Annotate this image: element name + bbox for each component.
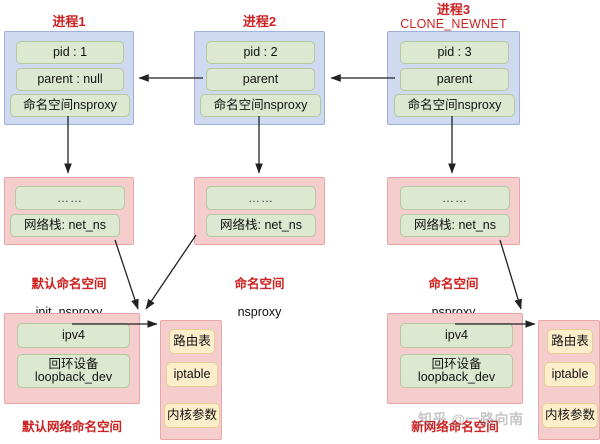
process3-field-parent: parent <box>400 68 509 91</box>
process2-field-pid: pid : 2 <box>206 41 315 64</box>
nsproxy3-field-ellipsis: …… <box>400 186 510 210</box>
table-stack-left: 路由表 iptable 内核参数 <box>160 320 222 440</box>
nsproxy1-field-ellipsis: …… <box>15 186 125 210</box>
net-box-new: ipv4 回环设备 loopback_dev <box>387 313 523 404</box>
stack-left-item-route: 路由表 <box>169 329 215 354</box>
process-box-3: pid : 3 parent 命名空间nsproxy <box>387 31 520 125</box>
stack-left-item-kernel-params: 内核参数 <box>164 403 220 428</box>
nsproxy2-field-ellipsis: …… <box>206 186 316 210</box>
table-stack-right: 路由表 iptable 内核参数 <box>538 320 600 440</box>
nsproxy-caption-2: 命名空间 nsproxy <box>194 263 325 333</box>
nsproxy-box-2: …… 网络栈: net_ns <box>194 177 325 245</box>
process1-field-nsproxy: 命名空间nsproxy <box>10 94 130 117</box>
net-new-field-ipv4: ipv4 <box>400 323 513 348</box>
net-new-field-loopback: 回环设备 loopback_dev <box>400 354 513 388</box>
net-init-field-ipv4: ipv4 <box>17 323 130 348</box>
nsproxy-caption-2-bold: 命名空间 <box>234 277 285 291</box>
nsproxy-caption-3-bold: 命名空间 <box>428 277 479 291</box>
column-title-process1: 进程1 <box>4 14 134 29</box>
net-init-field-loopback: 回环设备 loopback_dev <box>17 354 130 388</box>
nsproxy-caption-1-bold: 默认命名空间 <box>31 277 107 291</box>
nsproxy3-field-netns: 网络栈: net_ns <box>400 214 510 237</box>
column-title-main: 进程2 <box>242 14 277 29</box>
net-box-init: ipv4 回环设备 loopback_dev <box>4 313 140 404</box>
process2-field-nsproxy: 命名空间nsproxy <box>200 94 321 117</box>
process1-field-pid: pid : 1 <box>16 41 124 64</box>
process1-field-parent: parent : null <box>16 68 124 91</box>
stack-left-item-iptable: iptable <box>166 362 218 387</box>
net-caption-new: 新网络命名空间 net <box>383 406 527 444</box>
column-title-process3: 进程3 CLONE_NEWNET <box>387 2 520 32</box>
column-title-main: 进程3 <box>436 2 471 17</box>
net-caption-new-bold: 新网络命名空间 <box>411 420 499 434</box>
nsproxy1-field-netns: 网络栈: net_ns <box>10 214 120 237</box>
net-caption-init-bold: 默认网络命名空间 <box>21 420 122 434</box>
nsproxy-box-3: …… 网络栈: net_ns <box>387 177 520 245</box>
column-title-main: 进程1 <box>52 14 86 29</box>
stack-right-item-route: 路由表 <box>547 329 593 354</box>
column-title-flag: CLONE_NEWNET <box>400 17 507 31</box>
arrow-netns2-to-initnet <box>145 234 197 310</box>
nsproxy-caption-2-plain: nsproxy <box>237 305 282 319</box>
stack-right-item-kernel-params: 内核参数 <box>542 403 598 428</box>
process3-field-pid: pid : 3 <box>400 41 509 64</box>
nsproxy2-field-netns: 网络栈: net_ns <box>206 214 316 237</box>
net-caption-init: 默认网络命名空间 init_net <box>0 406 144 444</box>
process2-field-parent: parent <box>206 68 315 91</box>
process-box-2: pid : 2 parent 命名空间nsproxy <box>194 31 325 125</box>
process3-field-nsproxy: 命名空间nsproxy <box>394 94 515 117</box>
stack-right-item-iptable: iptable <box>544 362 596 387</box>
nsproxy-box-1: …… 网络栈: net_ns <box>4 177 134 245</box>
column-title-process2: 进程2 <box>194 14 325 29</box>
process-box-1: pid : 1 parent : null 命名空间nsproxy <box>4 31 134 125</box>
